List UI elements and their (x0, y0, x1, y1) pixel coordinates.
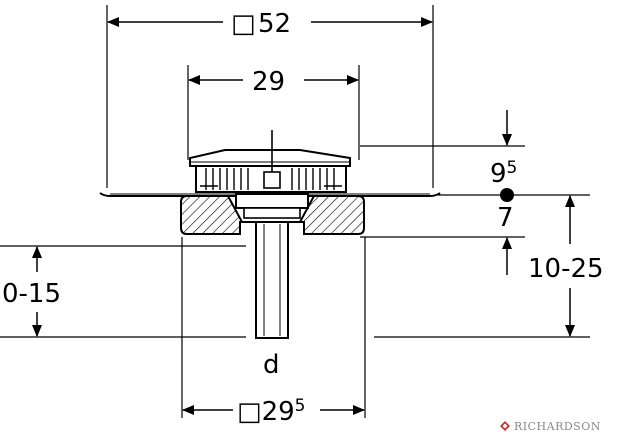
outlet-diameter-label: d (263, 350, 280, 380)
seal-thickness-dimension: 7 (497, 203, 514, 233)
richardson-watermark: RICHARDSON (500, 420, 601, 433)
base-square-symbol: □ (237, 397, 262, 427)
total-height-dimension: 10-25 (528, 254, 604, 284)
cover-height-main: 9 (490, 159, 507, 189)
outlet-pipe (255, 221, 289, 339)
base-square-dimension: □295 (237, 396, 306, 427)
base-value-sup: 5 (295, 396, 306, 416)
outer-dimension: 52 (258, 9, 291, 39)
base-value-main: 29 (262, 397, 295, 427)
cover-height-dimension: 95 (490, 158, 517, 189)
dimension-lines (32, 17, 575, 415)
richardson-logo-icon (500, 421, 510, 431)
outlet-offset-dimension: 0-15 (2, 279, 61, 309)
cover-height-sup: 5 (507, 158, 518, 178)
reference-dot (500, 188, 514, 202)
drain-cover (189, 130, 351, 219)
watermark-text: RICHARDSON (514, 420, 601, 433)
insulation-block (180, 195, 365, 235)
extension-lines (0, 5, 590, 418)
flange-width-dimension: 29 (252, 67, 285, 97)
outer-square-symbol: □ (231, 9, 256, 39)
